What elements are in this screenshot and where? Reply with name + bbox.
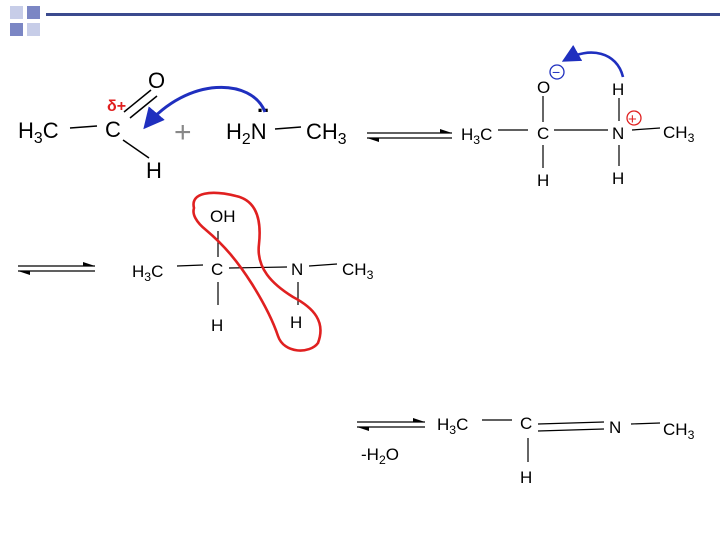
- corner-square-1: [10, 6, 23, 19]
- step1-delta-plus: δ+: [107, 98, 126, 115]
- water-elimination-highlight: [192, 191, 322, 352]
- step2-n-charge-circle: [626, 110, 642, 126]
- step1-lone-pair: ..: [257, 92, 269, 117]
- step1-plus-sign: +: [174, 116, 192, 149]
- step3-nitrogen: N: [291, 260, 303, 279]
- step3-bond-c-n: [228, 266, 288, 269]
- equilibrium-arrow-1: [367, 129, 452, 142]
- corner-square-3: [10, 23, 23, 36]
- step1-carbon: C: [105, 117, 121, 142]
- corner-square-2: [27, 6, 40, 19]
- step3-hydrogen-bottom: H: [211, 316, 223, 335]
- equilibrium-arrow-3: [357, 418, 425, 431]
- step2-ch3-group: H3C: [461, 125, 492, 147]
- step2-n-h-bottom: H: [612, 169, 624, 188]
- step1-bond-ch3-c: [69, 125, 98, 129]
- step3-ch3-group: H3C: [132, 262, 163, 284]
- step3-bond-ch3-c: [176, 264, 204, 267]
- step2-hydrogen-bottom: H: [537, 171, 549, 190]
- step4-double-bond-2: [537, 428, 605, 432]
- step2-zwitterion: H3C C O − H N + H H CH3: [461, 44, 695, 190]
- header-bar: [46, 13, 720, 16]
- step2-o-charge: −: [552, 64, 560, 80]
- step1-amine-h2n: H2N: [226, 119, 267, 148]
- step2-nitrogen: N: [612, 124, 624, 143]
- step3-bond-n-ch3: [308, 263, 338, 267]
- nucleophilic-attack-arrow: [143, 85, 267, 130]
- step4-imine: H3C C N CH3 H: [437, 414, 695, 487]
- water-loss-label: -H2O: [361, 445, 399, 467]
- step1-bond-c-h: [122, 139, 150, 159]
- step3-hemiaminal: H3C C OH H N H CH3: [132, 191, 374, 352]
- equilibrium-arrow-2: [18, 262, 95, 275]
- step4-methyl: CH3: [663, 420, 695, 442]
- step4-double-bond-1: [537, 421, 605, 425]
- step3-n-h: H: [290, 313, 302, 332]
- proton-transfer-arrow: [561, 44, 625, 78]
- step2-o-charge-circle: [549, 64, 565, 80]
- step4-ch3-group: H3C: [437, 415, 468, 437]
- step1-reactants: H3C C O H δ+ + H2N .. CH3: [18, 68, 347, 183]
- step1-bond-n-ch3: [274, 126, 302, 130]
- step3-methyl: CH3: [342, 260, 374, 282]
- step2-n-charge: +: [628, 111, 637, 128]
- step4-hydrogen-bottom: H: [520, 468, 532, 487]
- step1-ch3-group: H3C: [18, 118, 59, 147]
- step2-n-h-top: H: [612, 80, 624, 99]
- corner-square-4: [27, 23, 40, 36]
- step2-methyl: CH3: [663, 123, 695, 145]
- step1-double-bond-1: [123, 89, 152, 113]
- step1-double-bond-2: [129, 95, 158, 119]
- step1-methyl: CH3: [306, 119, 347, 148]
- step1-oxygen: O: [148, 68, 165, 93]
- step2-bond-n-ch3: [631, 127, 661, 131]
- step2-carbon: C: [537, 124, 549, 143]
- step1-hydrogen: H: [146, 158, 162, 183]
- step4-carbon: C: [520, 414, 532, 433]
- slide-header-decoration: [10, 6, 720, 36]
- step3-hydroxyl: OH: [210, 207, 236, 226]
- step4-bond-n-ch3: [630, 422, 661, 425]
- step2-oxygen: O: [537, 78, 550, 97]
- step4-nitrogen: N: [609, 418, 621, 437]
- step3-carbon: C: [211, 260, 223, 279]
